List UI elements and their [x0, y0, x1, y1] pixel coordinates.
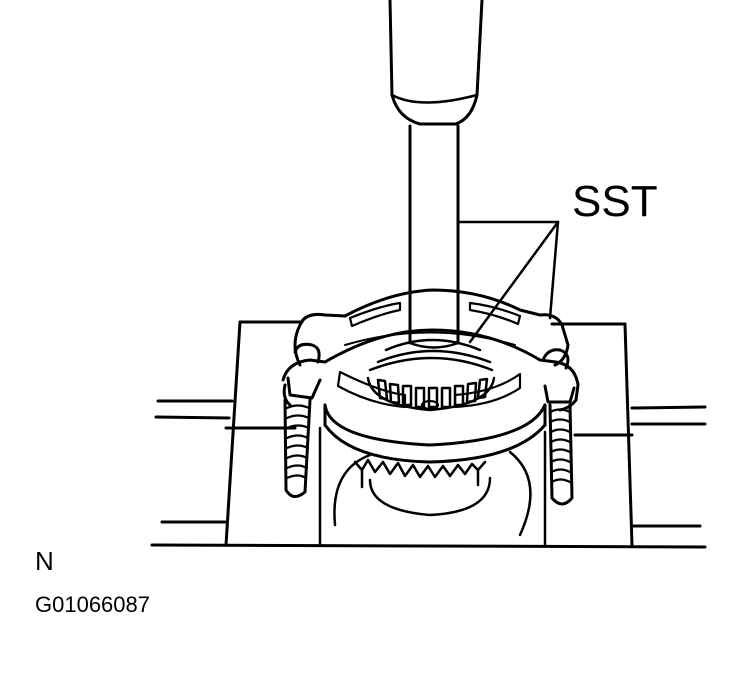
figure-id: G01066087 [35, 592, 150, 617]
right-threaded-stud [543, 350, 574, 504]
sst-callout-leaders [458, 222, 558, 342]
tapered-roller-bearing [368, 340, 494, 410]
press-ram [390, 0, 482, 124]
right-press-block [552, 324, 705, 545]
left-press-block [156, 322, 302, 545]
left-threaded-stud [285, 344, 320, 496]
view-letter: N [35, 546, 54, 576]
sst-callout-label: SST [572, 177, 658, 226]
center-housing [320, 428, 545, 545]
press-ram-shaft [410, 126, 458, 348]
base-line [152, 545, 705, 547]
bearing-splitter [283, 290, 578, 462]
helical-gear [355, 460, 485, 487]
